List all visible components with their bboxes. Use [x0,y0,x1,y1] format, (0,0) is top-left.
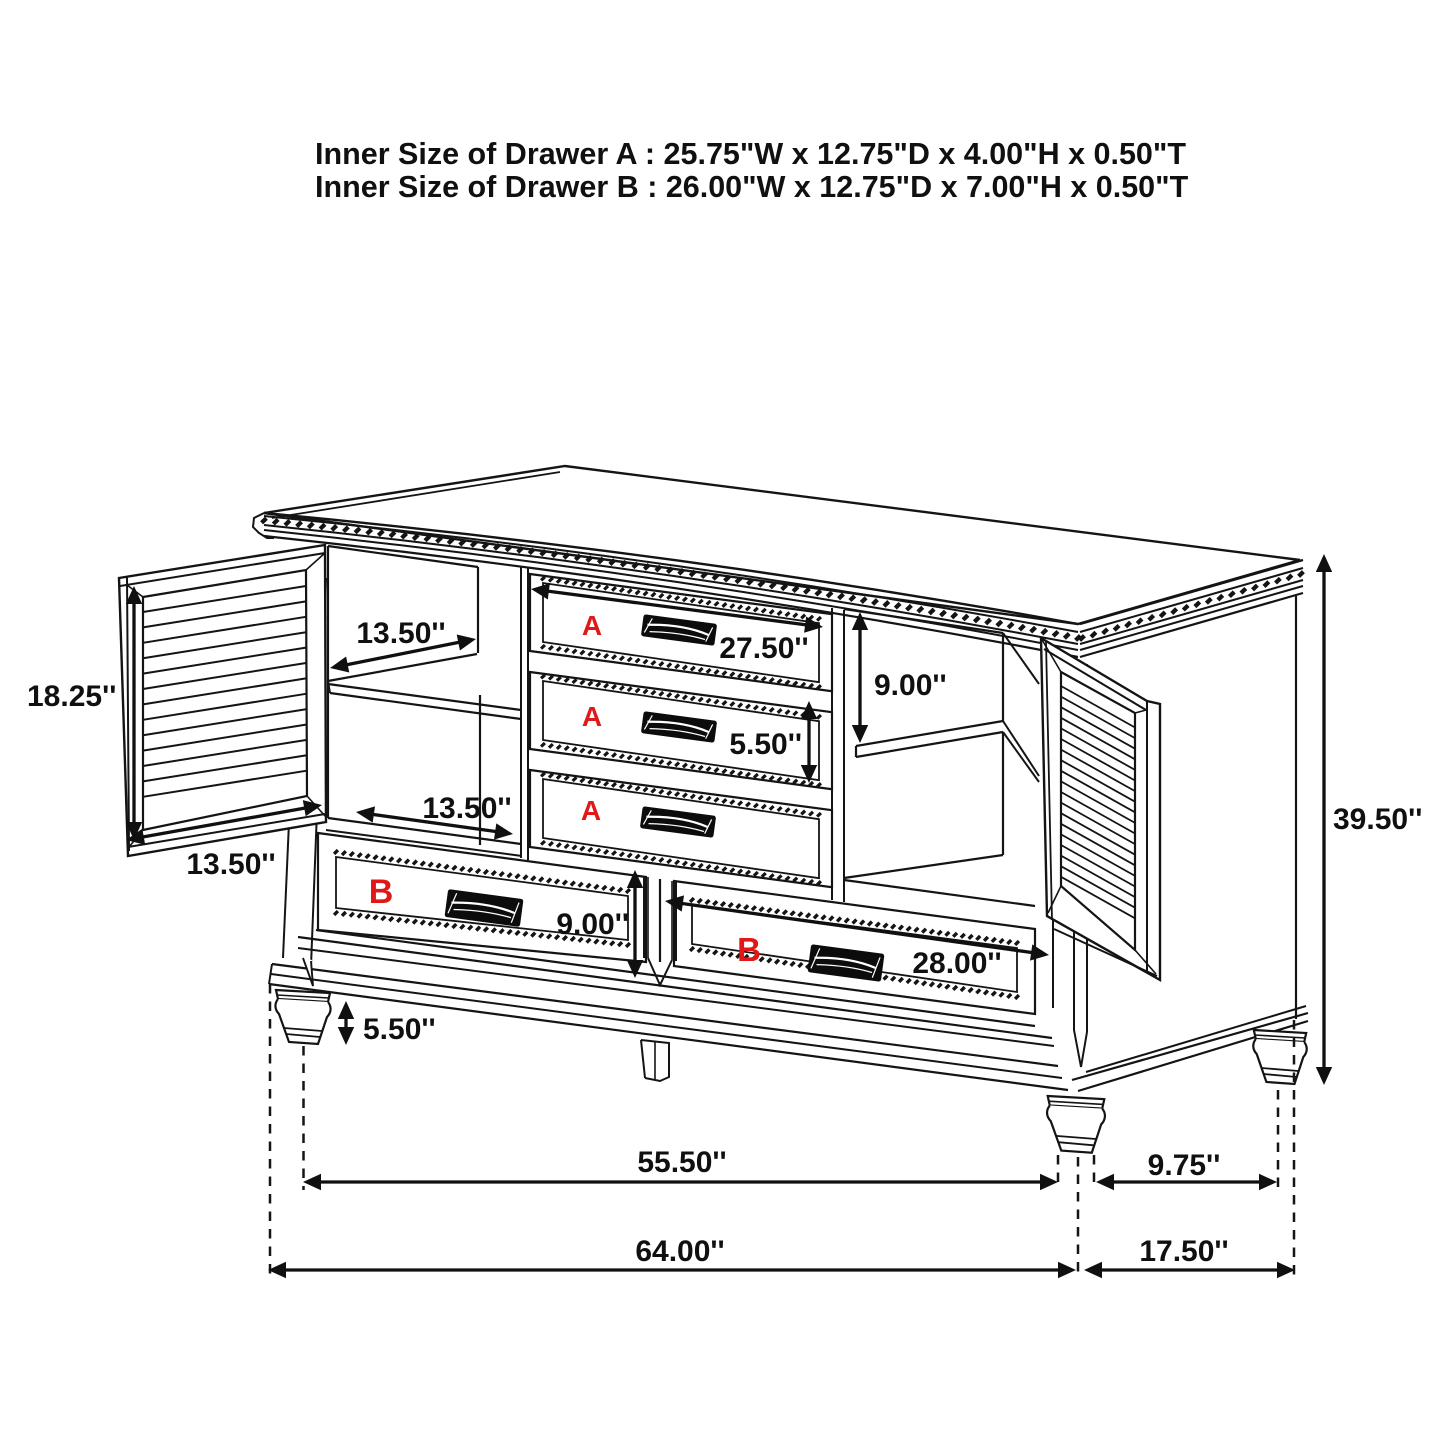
svg-text:64.00'': 64.00'' [635,1235,724,1268]
svg-text:B: B [737,931,761,968]
svg-text:13.50'': 13.50'' [356,617,445,650]
svg-text:13.50'': 13.50'' [186,848,275,881]
svg-text:13.50'': 13.50'' [422,792,511,825]
svg-text:A: A [581,795,601,826]
svg-text:9.00'': 9.00'' [874,669,947,702]
svg-text:9.75'': 9.75'' [1148,1149,1221,1182]
svg-text:39.50'': 39.50'' [1333,803,1422,836]
svg-text:9.00'': 9.00'' [556,908,629,941]
svg-text:17.50'': 17.50'' [1139,1235,1228,1268]
svg-text:55.50'': 55.50'' [637,1146,726,1179]
svg-text:Inner Size of Drawer B : 26.00: Inner Size of Drawer B : 26.00"W x 12.75… [315,170,1189,204]
svg-text:B: B [369,873,394,911]
svg-text:A: A [582,610,602,641]
svg-text:27.50'': 27.50'' [719,632,808,665]
svg-text:5.50'': 5.50'' [363,1013,436,1046]
svg-text:28.00'': 28.00'' [912,947,1001,980]
svg-text:Inner Size of Drawer A : 25.75: Inner Size of Drawer A : 25.75"W x 12.75… [315,137,1186,171]
svg-text:A: A [582,701,602,732]
svg-text:18.25'': 18.25'' [27,680,116,713]
svg-text:5.50'': 5.50'' [729,728,802,761]
